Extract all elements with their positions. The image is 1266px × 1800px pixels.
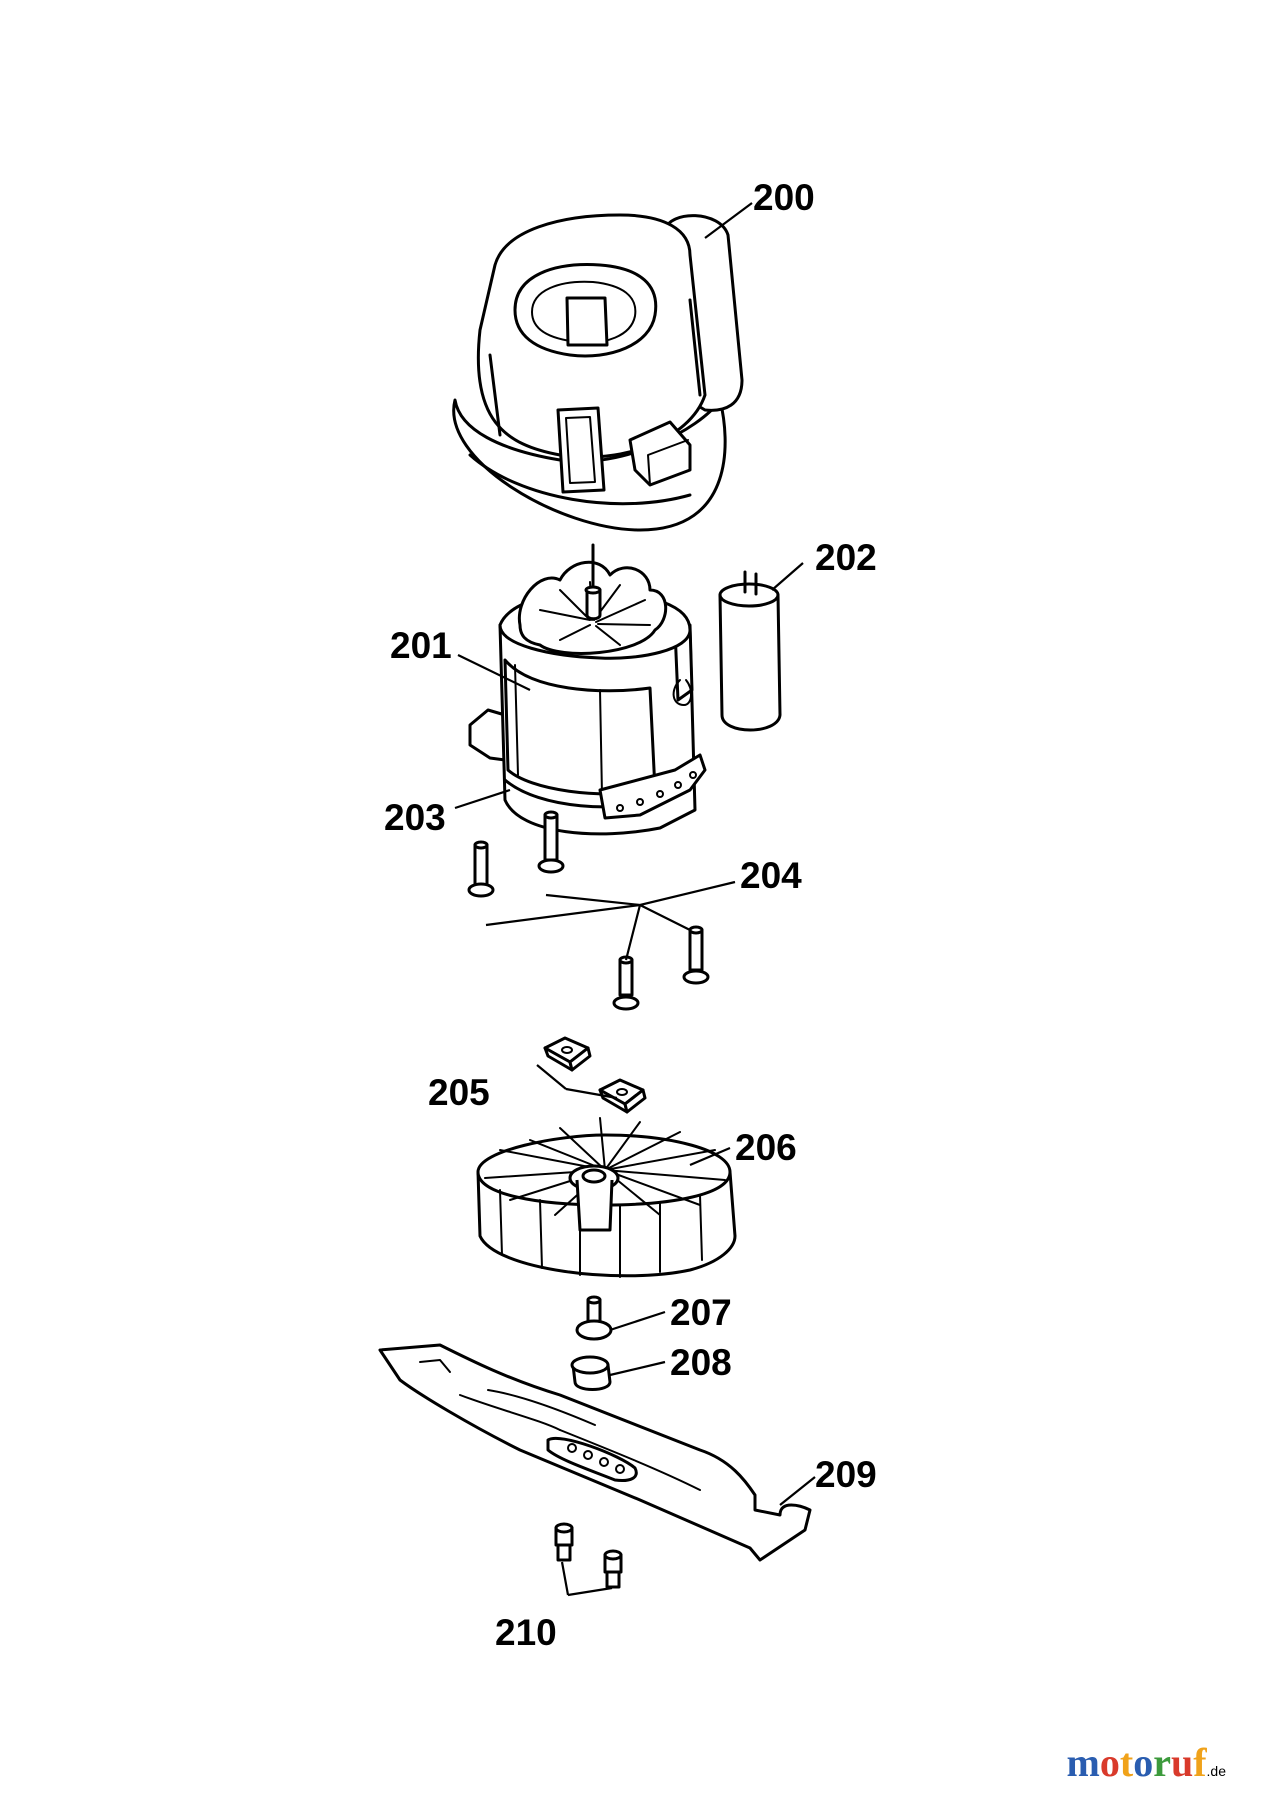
label-208: 208	[670, 1342, 732, 1383]
watermark-letter: o	[1099, 1740, 1120, 1785]
square-nuts-205	[543, 1036, 647, 1114]
site-watermark-logo: motoruf.de	[1067, 1739, 1226, 1786]
motor-201	[468, 543, 707, 836]
label-210: 210	[495, 1612, 557, 1653]
label-202: 202	[815, 537, 877, 578]
watermark-letter: t	[1119, 1740, 1134, 1785]
capacitor-202	[718, 570, 782, 732]
label-207: 207	[670, 1292, 732, 1333]
label-204: 204	[740, 855, 802, 896]
watermark-letter: o	[1133, 1740, 1154, 1785]
part-labels: 200 201 202 203 204 205 206 207 208 209 …	[384, 177, 877, 1653]
bolt-207	[575, 1295, 613, 1341]
washer-208	[570, 1355, 612, 1391]
label-209: 209	[815, 1454, 877, 1495]
watermark-letter: u	[1170, 1740, 1194, 1785]
label-201: 201	[390, 625, 452, 666]
label-203: 203	[384, 797, 446, 838]
watermark-letter: m	[1066, 1740, 1100, 1785]
leader-lines	[454, 202, 816, 1597]
fan-206	[476, 1117, 737, 1278]
label-200: 200	[753, 177, 815, 218]
motor-housing-200	[452, 213, 744, 532]
watermark-letter: f	[1193, 1740, 1207, 1785]
label-206: 206	[735, 1127, 797, 1168]
screws-204	[467, 810, 710, 1011]
watermark-suffix: .de	[1206, 1763, 1226, 1779]
screws-210	[554, 1522, 623, 1589]
watermark-letter: r	[1153, 1740, 1171, 1785]
blade-209	[378, 1343, 812, 1562]
label-205: 205	[428, 1072, 490, 1113]
